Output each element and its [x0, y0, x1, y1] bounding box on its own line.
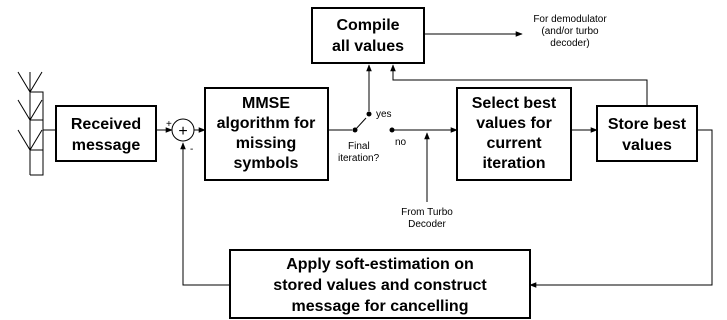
- select-line-2: values for: [476, 115, 552, 132]
- select-line-4: iteration: [482, 155, 545, 172]
- plus-sign-label: +: [166, 119, 172, 130]
- store-best-block: Store best values: [596, 105, 698, 162]
- feedback-arrow: [180, 142, 230, 286]
- no-label: no: [395, 137, 407, 148]
- demod-line-2: (and/or turbo: [541, 26, 599, 37]
- mmse-line-1: MMSE: [242, 95, 290, 112]
- demodulator-label: For demodulator (and/or turbo decoder): [533, 14, 607, 49]
- received-message-block: Received message: [55, 105, 157, 162]
- store-to-compile-arrow: [390, 64, 648, 106]
- mmse-line-4: symbols: [234, 155, 299, 172]
- apply-line-2: stored values and construct: [273, 277, 487, 294]
- turbo-label-2: Decoder: [408, 219, 446, 230]
- mmse-algorithm-block: MMSE algorithm for missing symbols: [204, 87, 329, 181]
- compile-values-block: Compile all values: [311, 7, 425, 64]
- yes-label: yes: [376, 109, 392, 120]
- summer-symbol: +: [178, 123, 187, 140]
- summing-junction: + + -: [156, 118, 206, 155]
- final-iteration-switch: yes no Final iteration?: [328, 109, 407, 164]
- demod-line-3: decoder): [550, 38, 589, 49]
- store-to-apply-arrow: [529, 129, 713, 288]
- compile-line-1: Compile: [336, 17, 399, 34]
- minus-sign-label: -: [190, 144, 193, 155]
- received-line-1: Received: [71, 116, 141, 133]
- mmse-line-2: algorithm for: [217, 115, 316, 132]
- select-line-1: Select best: [472, 95, 557, 112]
- apply-soft-estimation-block: Apply soft-estimation on stored values a…: [229, 249, 531, 319]
- final-label-1: Final: [348, 141, 370, 152]
- demod-line-1: For demodulator: [533, 14, 607, 25]
- apply-line-1: Apply soft-estimation on: [286, 256, 474, 273]
- antenna-array-icon: [17, 71, 56, 176]
- store-line-2: values: [622, 137, 672, 154]
- compile-line-2: all values: [332, 38, 404, 55]
- yes-contact: [366, 111, 372, 117]
- store-line-1: Store best: [608, 116, 687, 133]
- select-line-3: current: [486, 135, 542, 152]
- received-line-2: message: [72, 137, 141, 154]
- apply-line-3: message for cancelling: [292, 298, 469, 315]
- final-label-2: iteration?: [338, 153, 380, 164]
- select-best-block: Select best values for current iteration: [456, 87, 572, 181]
- turbo-label-1: From Turbo: [401, 207, 453, 218]
- mmse-line-3: missing: [236, 135, 296, 152]
